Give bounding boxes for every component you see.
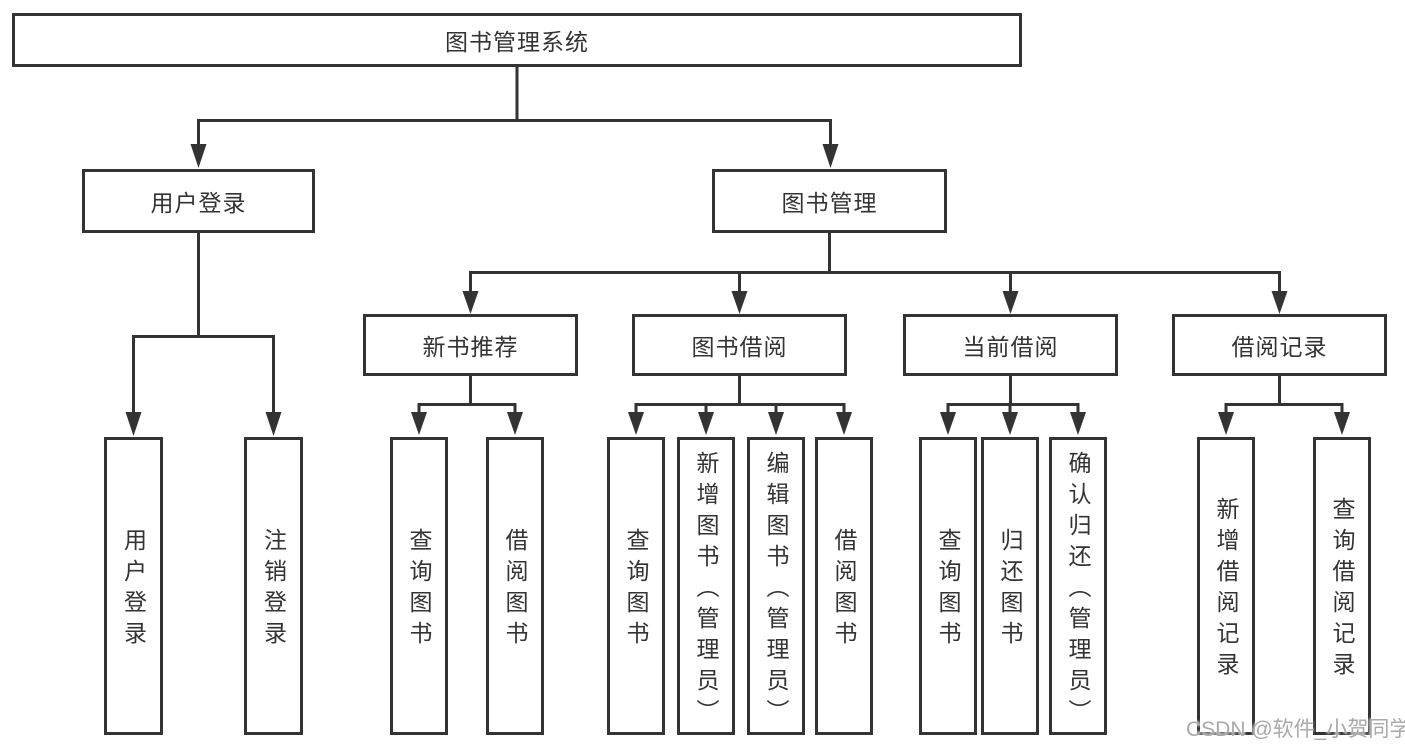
leaf-user-login: 用户登录 (104, 437, 163, 735)
node-book-borrow: 图书借阅 (632, 314, 847, 376)
connector-new-book-group (411, 376, 523, 435)
connector-book-management-group (462, 233, 1288, 314)
connector-borrow-record-group (1218, 376, 1350, 435)
connector-user-login-group (125, 233, 282, 436)
leaf-query-borrow-record: 查询借阅记录 (1313, 437, 1371, 735)
watermark: CSDN @软件_小贺同学 (1186, 718, 1405, 741)
leaf-query-books-borrow: 查询图书 (607, 437, 665, 735)
leaf-edit-books-admin: 编辑图书（管理员） (747, 437, 805, 735)
leaf-borrow-books-recommend: 借阅图书 (486, 437, 544, 735)
leaf-add-books-admin: 新增图书（管理员） (677, 437, 735, 735)
node-user-login-branch: 用户登录 (82, 169, 315, 233)
node-current-borrow: 当前借阅 (903, 314, 1118, 376)
leaf-return-books: 归还图书 (981, 437, 1039, 735)
leaf-add-borrow-record: 新增借阅记录 (1197, 437, 1255, 735)
leaf-borrow-books: 借阅图书 (815, 437, 873, 735)
leaf-query-books-current: 查询图书 (919, 437, 977, 735)
leaf-logout: 注销登录 (244, 437, 303, 735)
leaf-query-books-recommend: 查询图书 (390, 437, 448, 735)
node-book-management-system: 图书管理系统 (12, 13, 1022, 67)
connector-current-borrow-group (940, 376, 1086, 435)
leaf-confirm-return-admin: 确认归还（管理员） (1049, 437, 1107, 735)
connector-book-borrow-group (628, 376, 852, 435)
node-borrow-records: 借阅记录 (1172, 314, 1387, 376)
connector-root-to-level2 (190, 67, 839, 168)
node-new-book-recommend: 新书推荐 (363, 314, 578, 376)
node-book-management-branch: 图书管理 (712, 169, 947, 233)
